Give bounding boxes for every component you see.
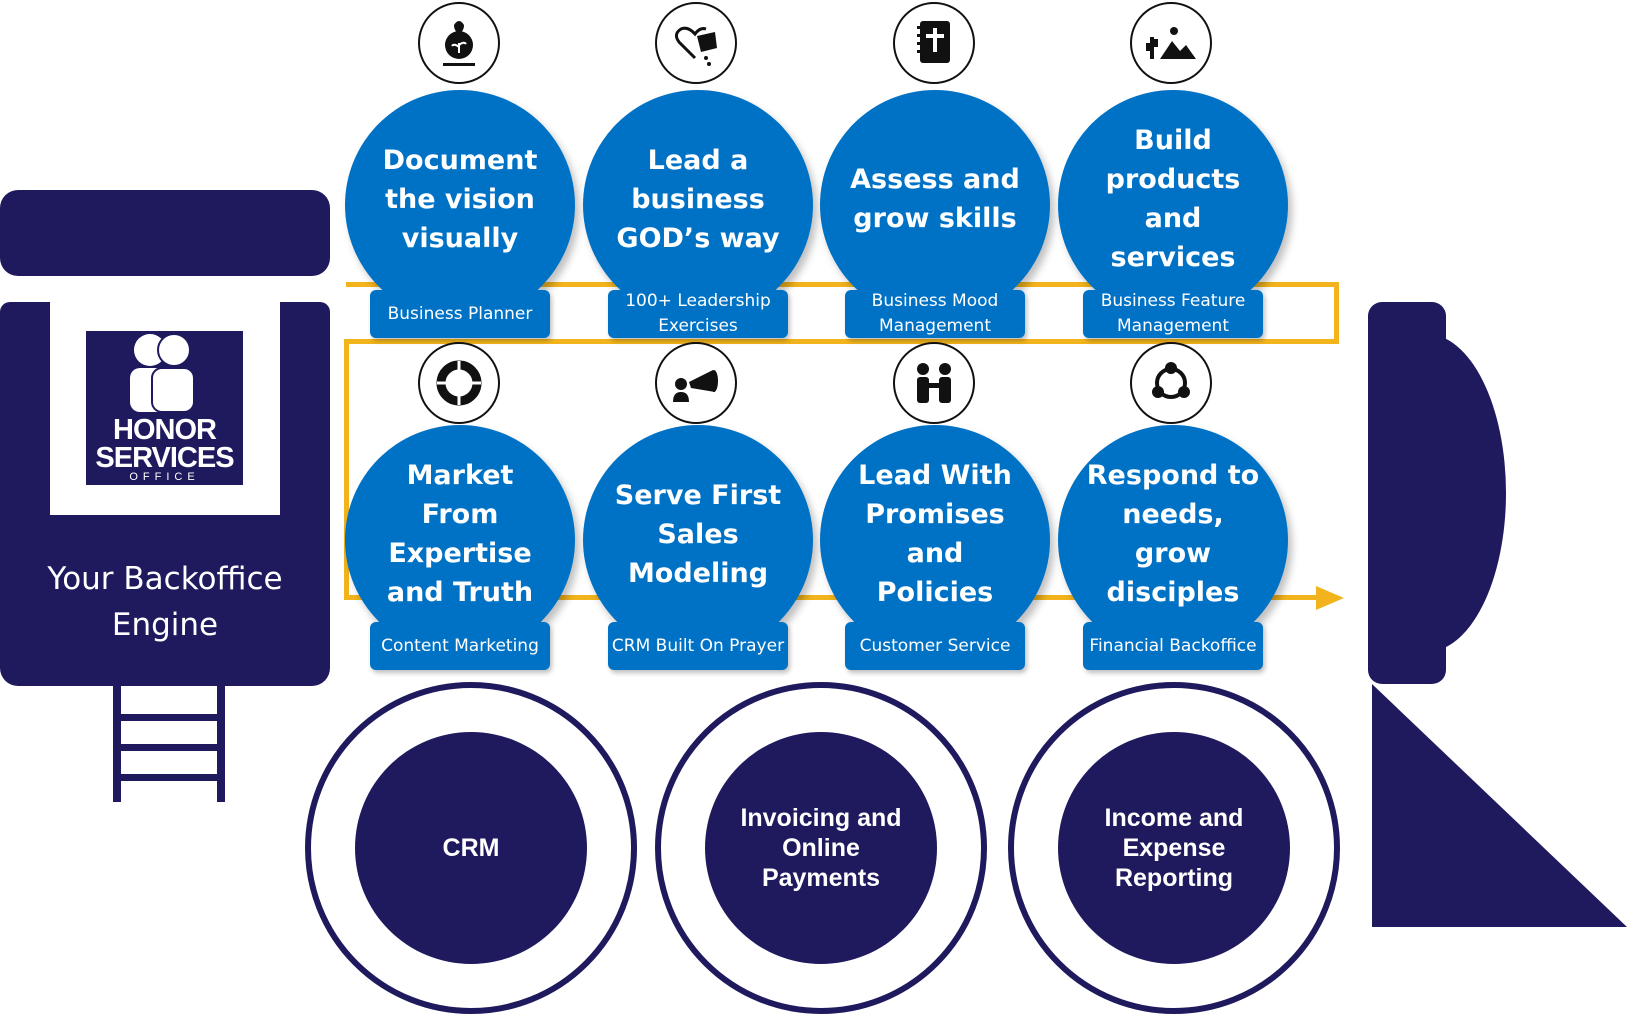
logo-line-services: SERVICES	[95, 442, 234, 474]
cowcatcher	[1372, 684, 1627, 927]
process-line-top	[346, 282, 1338, 287]
wheel-invoicing: Invoicing and Online Payments	[655, 682, 987, 1014]
step-tag: Content Marketing	[370, 622, 550, 670]
ladder	[113, 686, 225, 802]
bible-icon	[893, 2, 975, 84]
cab-right-pillar	[280, 302, 330, 542]
step-tag: Customer Service	[845, 622, 1025, 670]
wheel-income-expense: Income and Expense Reporting	[1008, 682, 1340, 1014]
landscape-icon	[1130, 2, 1212, 84]
network-icon	[1130, 342, 1212, 424]
smokebox-cap	[1420, 334, 1506, 652]
step-tag: Business Mood Management	[845, 290, 1025, 338]
people-logo-icon	[130, 333, 195, 413]
step-title: Respond to needs, grow disciples	[1086, 460, 1260, 608]
step-title: Lead a business GOD’s way	[616, 144, 780, 254]
process-line-left	[344, 339, 349, 599]
step-title: Lead With Promises and Policies	[858, 460, 1012, 608]
step-tag: Financial Backoffice	[1083, 622, 1263, 670]
step-tag: Business Feature Management	[1083, 290, 1263, 338]
logo-line-office: OFFICE	[129, 471, 200, 483]
handshake-icon	[893, 342, 975, 424]
honor-services-logo: HONOR SERVICES OFFICE	[86, 331, 243, 485]
cab-body	[0, 530, 330, 686]
step-card-6: Serve First Sales Modeling	[583, 425, 813, 655]
logo-line-honor: HONOR	[113, 414, 217, 446]
step-card-4: Build products and services	[1058, 90, 1288, 320]
step-tag: Business Planner	[370, 290, 550, 338]
heart-pour-icon	[655, 2, 737, 84]
step-tag: CRM Built On Prayer	[608, 622, 788, 670]
megaphone-icon	[655, 342, 737, 424]
cab-window-sill	[0, 515, 330, 545]
wheel-label: Income and Expense Reporting	[1104, 804, 1244, 892]
wheel-label: CRM	[442, 834, 500, 862]
step-card-1: Document the vision visually	[345, 90, 575, 320]
step-card-7: Lead With Promises and Policies	[820, 425, 1050, 655]
step-title: Build products and services	[1105, 125, 1241, 273]
step-title: Serve First Sales Modeling	[614, 479, 782, 589]
cab-left-pillar	[0, 302, 50, 542]
step-card-3: Assess and grow skills	[820, 90, 1050, 320]
process-line-bottom	[344, 595, 1319, 600]
engine-label: Your Backoffice Engine	[47, 561, 283, 643]
wheel-crm: CRM	[305, 682, 637, 1014]
step-card-8: Respond to needs, grow disciples	[1058, 425, 1288, 655]
step-card-5: Market From Expertise and Truth	[345, 425, 575, 655]
step-title: Document the vision visually	[382, 144, 538, 254]
process-line-middle	[344, 339, 1339, 344]
step-title: Assess and grow skills	[850, 164, 1020, 234]
step-title: Market From Expertise and Truth	[386, 460, 534, 608]
step-card-2: Lead a business GOD’s way	[583, 90, 813, 320]
lifebuoy-icon	[418, 342, 500, 424]
lightbulb-plant-icon	[418, 2, 500, 84]
wheel-label: Invoicing and Online Payments	[740, 804, 902, 892]
process-line-right	[1334, 282, 1339, 344]
cab-roof	[0, 190, 330, 276]
process-arrow-head	[1316, 586, 1344, 610]
step-tag: 100+ Leadership Exercises	[608, 290, 788, 338]
